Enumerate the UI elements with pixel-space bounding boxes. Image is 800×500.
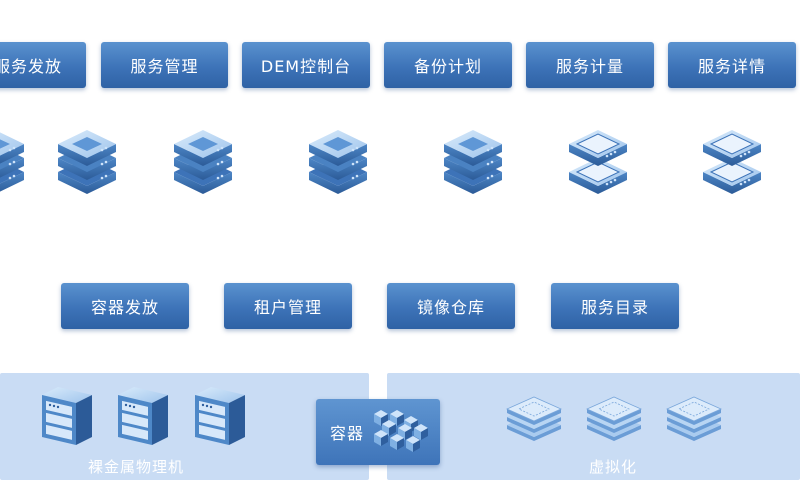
service-details-label: 服务详情 (697, 57, 766, 76)
service-management-button[interactable]: 服务管理 (101, 42, 228, 88)
server-stack-icon (52, 124, 122, 194)
rack-server-icon (38, 383, 96, 445)
service-management-label: 服务管理 (130, 57, 199, 76)
virtual-machine-icon (503, 391, 565, 441)
backup-plan-label: 备份计划 (413, 57, 482, 76)
server-stack-icon (303, 124, 373, 194)
container-issue-label: 容器发放 (90, 298, 159, 317)
virtual-machine-icon (663, 391, 725, 441)
server-stack-icon (0, 124, 30, 194)
service-issue-button[interactable]: 服务发放 (0, 42, 86, 88)
container-box[interactable]: 容器 (316, 399, 440, 465)
baremetal-label: 裸金属物理机 (88, 458, 185, 476)
virtualization-label: 虚拟化 (589, 458, 638, 476)
tenant-management-label: 租户管理 (253, 298, 322, 317)
server-pair-icon (697, 124, 767, 194)
container-label: 容器 (330, 424, 365, 443)
dem-console-label: DEM控制台 (260, 57, 352, 76)
backup-plan-button[interactable]: 备份计划 (384, 42, 512, 88)
service-issue-label: 服务发放 (0, 57, 62, 76)
service-catalog-label: 服务目录 (580, 298, 649, 317)
image-registry-label: 镜像仓库 (416, 298, 485, 317)
dem-console-button[interactable]: DEM控制台 (242, 42, 370, 88)
service-metering-label: 服务计量 (555, 57, 624, 76)
rack-server-icon (114, 383, 172, 445)
tenant-management-button[interactable]: 租户管理 (224, 283, 352, 329)
service-metering-button[interactable]: 服务计量 (526, 42, 654, 88)
image-registry-button[interactable]: 镜像仓库 (387, 283, 515, 329)
container-cubes-icon (374, 410, 434, 454)
virtual-machine-icon (583, 391, 645, 441)
service-details-button[interactable]: 服务详情 (668, 42, 796, 88)
server-stack-icon (438, 124, 508, 194)
rack-server-icon (191, 383, 249, 445)
container-issue-button[interactable]: 容器发放 (61, 283, 189, 329)
service-catalog-button[interactable]: 服务目录 (551, 283, 679, 329)
server-pair-icon (563, 124, 633, 194)
server-stack-icon (168, 124, 238, 194)
